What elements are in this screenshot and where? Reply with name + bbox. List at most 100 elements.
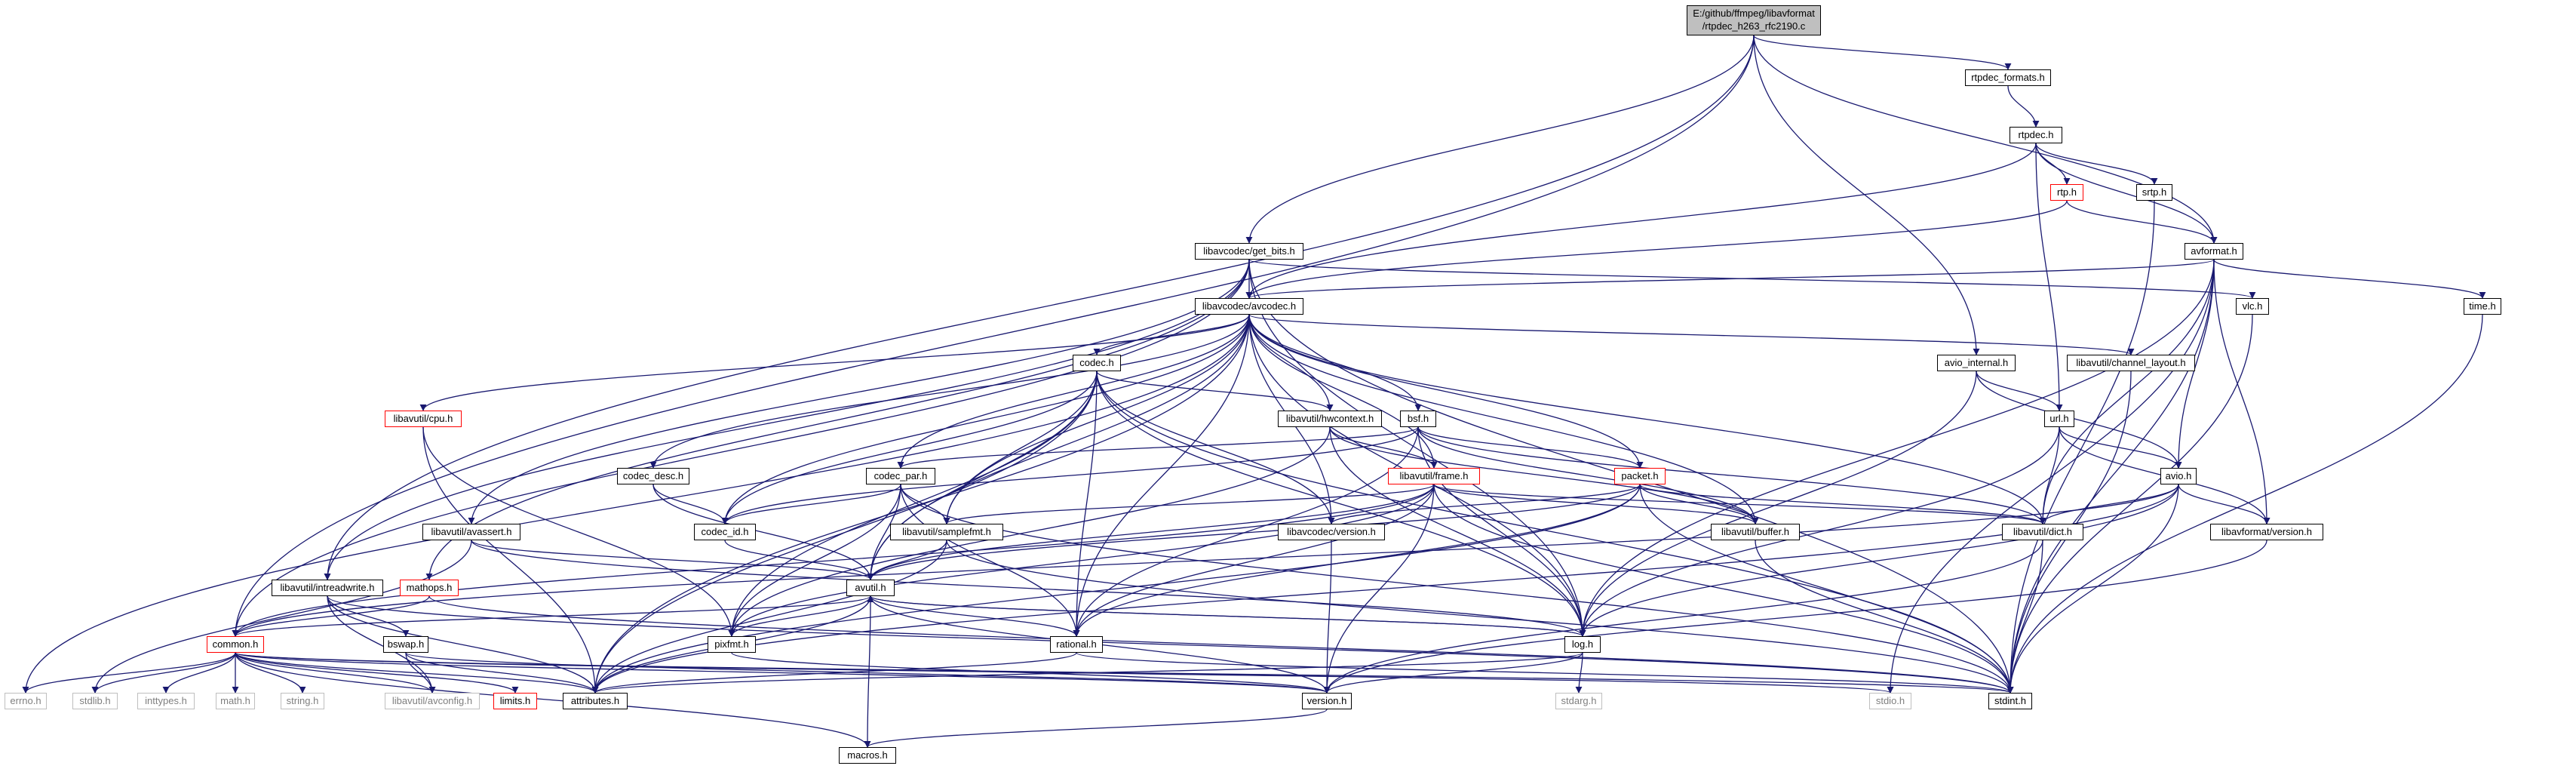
- edge-frame-to-stdint: [1433, 484, 2014, 694]
- root-file-name: /rtpdec_h263_rfc2190.c: [1702, 20, 1806, 32]
- node-avassert[interactable]: libavutil/avassert.h: [422, 524, 520, 540]
- node-codec[interactable]: codec.h: [1073, 355, 1121, 371]
- edge-avio_internal-to-log: [1579, 371, 1977, 637]
- node-stdint[interactable]: stdint.h: [1988, 693, 2032, 709]
- edge-url-to-dict: [2039, 426, 2060, 524]
- edge-root-to-intreadwrite: [324, 35, 1755, 580]
- edge-codec-to-hwcontext: [1096, 371, 1334, 411]
- edge-common-to-version: [235, 652, 1331, 694]
- node-channel-layout[interactable]: libavutil/channel_layout.h: [2067, 355, 2195, 371]
- edge-log-to-version: [1323, 652, 1583, 694]
- edge-rtpdec-to-avcodec: [1245, 143, 2037, 299]
- node-root-file[interactable]: E:/github/ffmpeg/libavformat /rtpdec_h26…: [1687, 5, 1821, 35]
- edge-avcodec-to-codec_desc: [649, 314, 1250, 469]
- node-bswap[interactable]: bswap.h: [383, 636, 428, 653]
- node-intreadwrite[interactable]: libavutil/intreadwrite.h: [272, 580, 383, 596]
- node-rtpdec-formats[interactable]: rtpdec_formats.h: [1965, 69, 2051, 86]
- node-avcodec[interactable]: libavcodec/avcodec.h: [1195, 298, 1303, 315]
- node-log[interactable]: log.h: [1564, 636, 1601, 653]
- node-rtp[interactable]: rtp.h: [2050, 184, 2083, 201]
- node-math[interactable]: math.h: [216, 693, 255, 709]
- node-hwcontext[interactable]: libavutil/hwcontext.h: [1278, 411, 1382, 427]
- node-url[interactable]: url.h: [2044, 411, 2074, 427]
- node-lavf-version[interactable]: libavformat/version.h: [2210, 524, 2323, 540]
- node-mathops[interactable]: mathops.h: [400, 580, 459, 596]
- edge-rtpdec-to-url: [2035, 143, 2063, 411]
- edge-version-to-macros: [864, 709, 1328, 748]
- edge-common-to-limits: [235, 652, 519, 694]
- node-avio[interactable]: avio.h: [2160, 468, 2197, 484]
- node-limits[interactable]: limits.h: [493, 693, 537, 709]
- edge-bsf-to-dict: [1417, 426, 2046, 524]
- node-packet[interactable]: packet.h: [1614, 468, 1666, 484]
- edge-avio-to-log: [1579, 484, 2179, 637]
- node-time[interactable]: time.h: [2464, 298, 2501, 315]
- edge-avio-to-dict: [2039, 484, 2179, 524]
- edge-common-to-stdio: [235, 652, 1893, 694]
- edge-log-to-attributes: [591, 652, 1583, 694]
- edge-buffer-to-stdint: [1755, 540, 2014, 694]
- edge-url-to-avio: [2059, 426, 2182, 469]
- node-lavc-version[interactable]: libavcodec/version.h: [1278, 524, 1385, 540]
- edge-get_bits-to-log: [1248, 259, 1586, 637]
- node-bsf[interactable]: bsf.h: [1400, 411, 1436, 427]
- node-avio-internal[interactable]: avio_internal.h: [1937, 355, 2016, 371]
- node-buffer[interactable]: libavutil/buffer.h: [1711, 524, 1800, 540]
- node-cpu[interactable]: libavutil/cpu.h: [385, 411, 462, 427]
- node-codec-id[interactable]: codec_id.h: [694, 524, 756, 540]
- node-avutil[interactable]: avutil.h: [846, 580, 895, 596]
- edge-avassert-to-stdlib: [91, 540, 472, 694]
- node-get-bits[interactable]: libavcodec/get_bits.h: [1195, 243, 1303, 260]
- node-codec-par[interactable]: codec_par.h: [866, 468, 935, 484]
- node-macros[interactable]: macros.h: [839, 747, 896, 764]
- edge-avcodec-to-cpu: [419, 314, 1250, 411]
- node-attributes[interactable]: attributes.h: [563, 693, 628, 709]
- edge-mathops-to-stdint: [428, 595, 2014, 694]
- edge-root-to-avformat: [1753, 35, 2218, 244]
- node-avconfig[interactable]: libavutil/avconfig.h: [385, 693, 480, 709]
- node-frame[interactable]: libavutil/frame.h: [1388, 468, 1480, 484]
- node-dict[interactable]: libavutil/dict.h: [2002, 524, 2083, 540]
- edge-avcodec-to-rational: [1073, 314, 1250, 637]
- node-avformat[interactable]: avformat.h: [2185, 243, 2243, 260]
- edge-avformat-to-time: [2213, 259, 2486, 299]
- node-pixfmt[interactable]: pixfmt.h: [708, 636, 756, 653]
- node-inttypes[interactable]: inttypes.h: [137, 693, 195, 709]
- edge-srtp-to-stdint: [2006, 200, 2155, 694]
- node-errno[interactable]: errno.h: [5, 693, 47, 709]
- edge-lavf_version-to-version: [1323, 540, 2267, 694]
- edge-avio-to-common: [232, 484, 2179, 637]
- edge-common-to-string: [235, 652, 306, 694]
- edge-rtpdec-to-avformat: [2035, 143, 2218, 244]
- edge-avutil-to-pixfmt: [728, 595, 871, 637]
- node-rational[interactable]: rational.h: [1050, 636, 1103, 653]
- edge-bsf-to-rational: [1073, 426, 1419, 637]
- edge-avutil-to-rational: [870, 595, 1080, 637]
- node-stdlib[interactable]: stdlib.h: [72, 693, 118, 709]
- node-version[interactable]: version.h: [1302, 693, 1352, 709]
- edge-avutil-to-common: [232, 595, 871, 637]
- edge-rational-to-attributes: [591, 652, 1077, 694]
- edge-frame-to-buffer: [1433, 484, 1759, 524]
- edge-codec_par-to-samplefmt: [900, 484, 950, 524]
- edge-codec-to-log: [1096, 371, 1586, 637]
- root-file-path: E:/github/ffmpeg/libavformat: [1693, 8, 1815, 19]
- edge-avio-to-attributes: [591, 484, 2179, 694]
- node-common[interactable]: common.h: [207, 636, 264, 653]
- node-codec-desc[interactable]: codec_desc.h: [617, 468, 689, 484]
- node-samplefmt[interactable]: libavutil/samplefmt.h: [890, 524, 1003, 540]
- edge-hwcontext-to-pixfmt: [728, 426, 1331, 637]
- edge-avformat-to-dict: [2039, 259, 2215, 524]
- edge-dict-to-stdint: [2006, 540, 2043, 694]
- edge-samplefmt-to-stdint: [946, 540, 2014, 694]
- edge-avcodec-to-buffer: [1248, 314, 1759, 524]
- node-rtpdec[interactable]: rtpdec.h: [2010, 127, 2062, 143]
- node-vlc[interactable]: vlc.h: [2236, 298, 2269, 315]
- node-srtp[interactable]: srtp.h: [2136, 184, 2172, 201]
- node-stdio[interactable]: stdio.h: [1869, 693, 1911, 709]
- node-string[interactable]: string.h: [281, 693, 324, 709]
- edge-avcodec-to-hwcontext: [1248, 314, 1334, 411]
- edge-log-to-stdarg: [1575, 652, 1583, 694]
- edge-codec_par-to-avutil: [867, 484, 901, 580]
- node-stdarg[interactable]: stdarg.h: [1555, 693, 1602, 709]
